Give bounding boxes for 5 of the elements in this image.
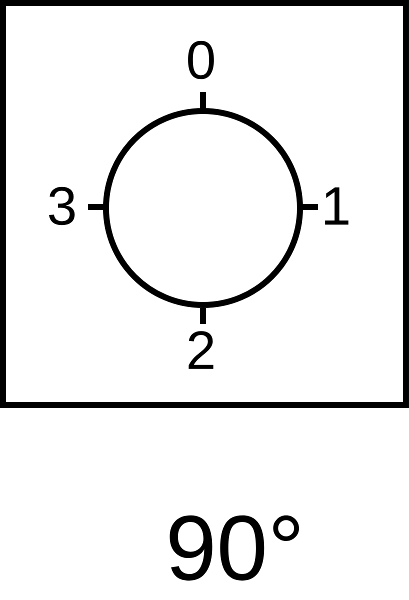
position-number: 3	[49, 186, 75, 226]
angle-label: 90°	[170, 515, 299, 581]
position-number: 1	[325, 187, 348, 225]
position-number: 2	[188, 331, 214, 369]
position-number: 0	[188, 40, 214, 80]
